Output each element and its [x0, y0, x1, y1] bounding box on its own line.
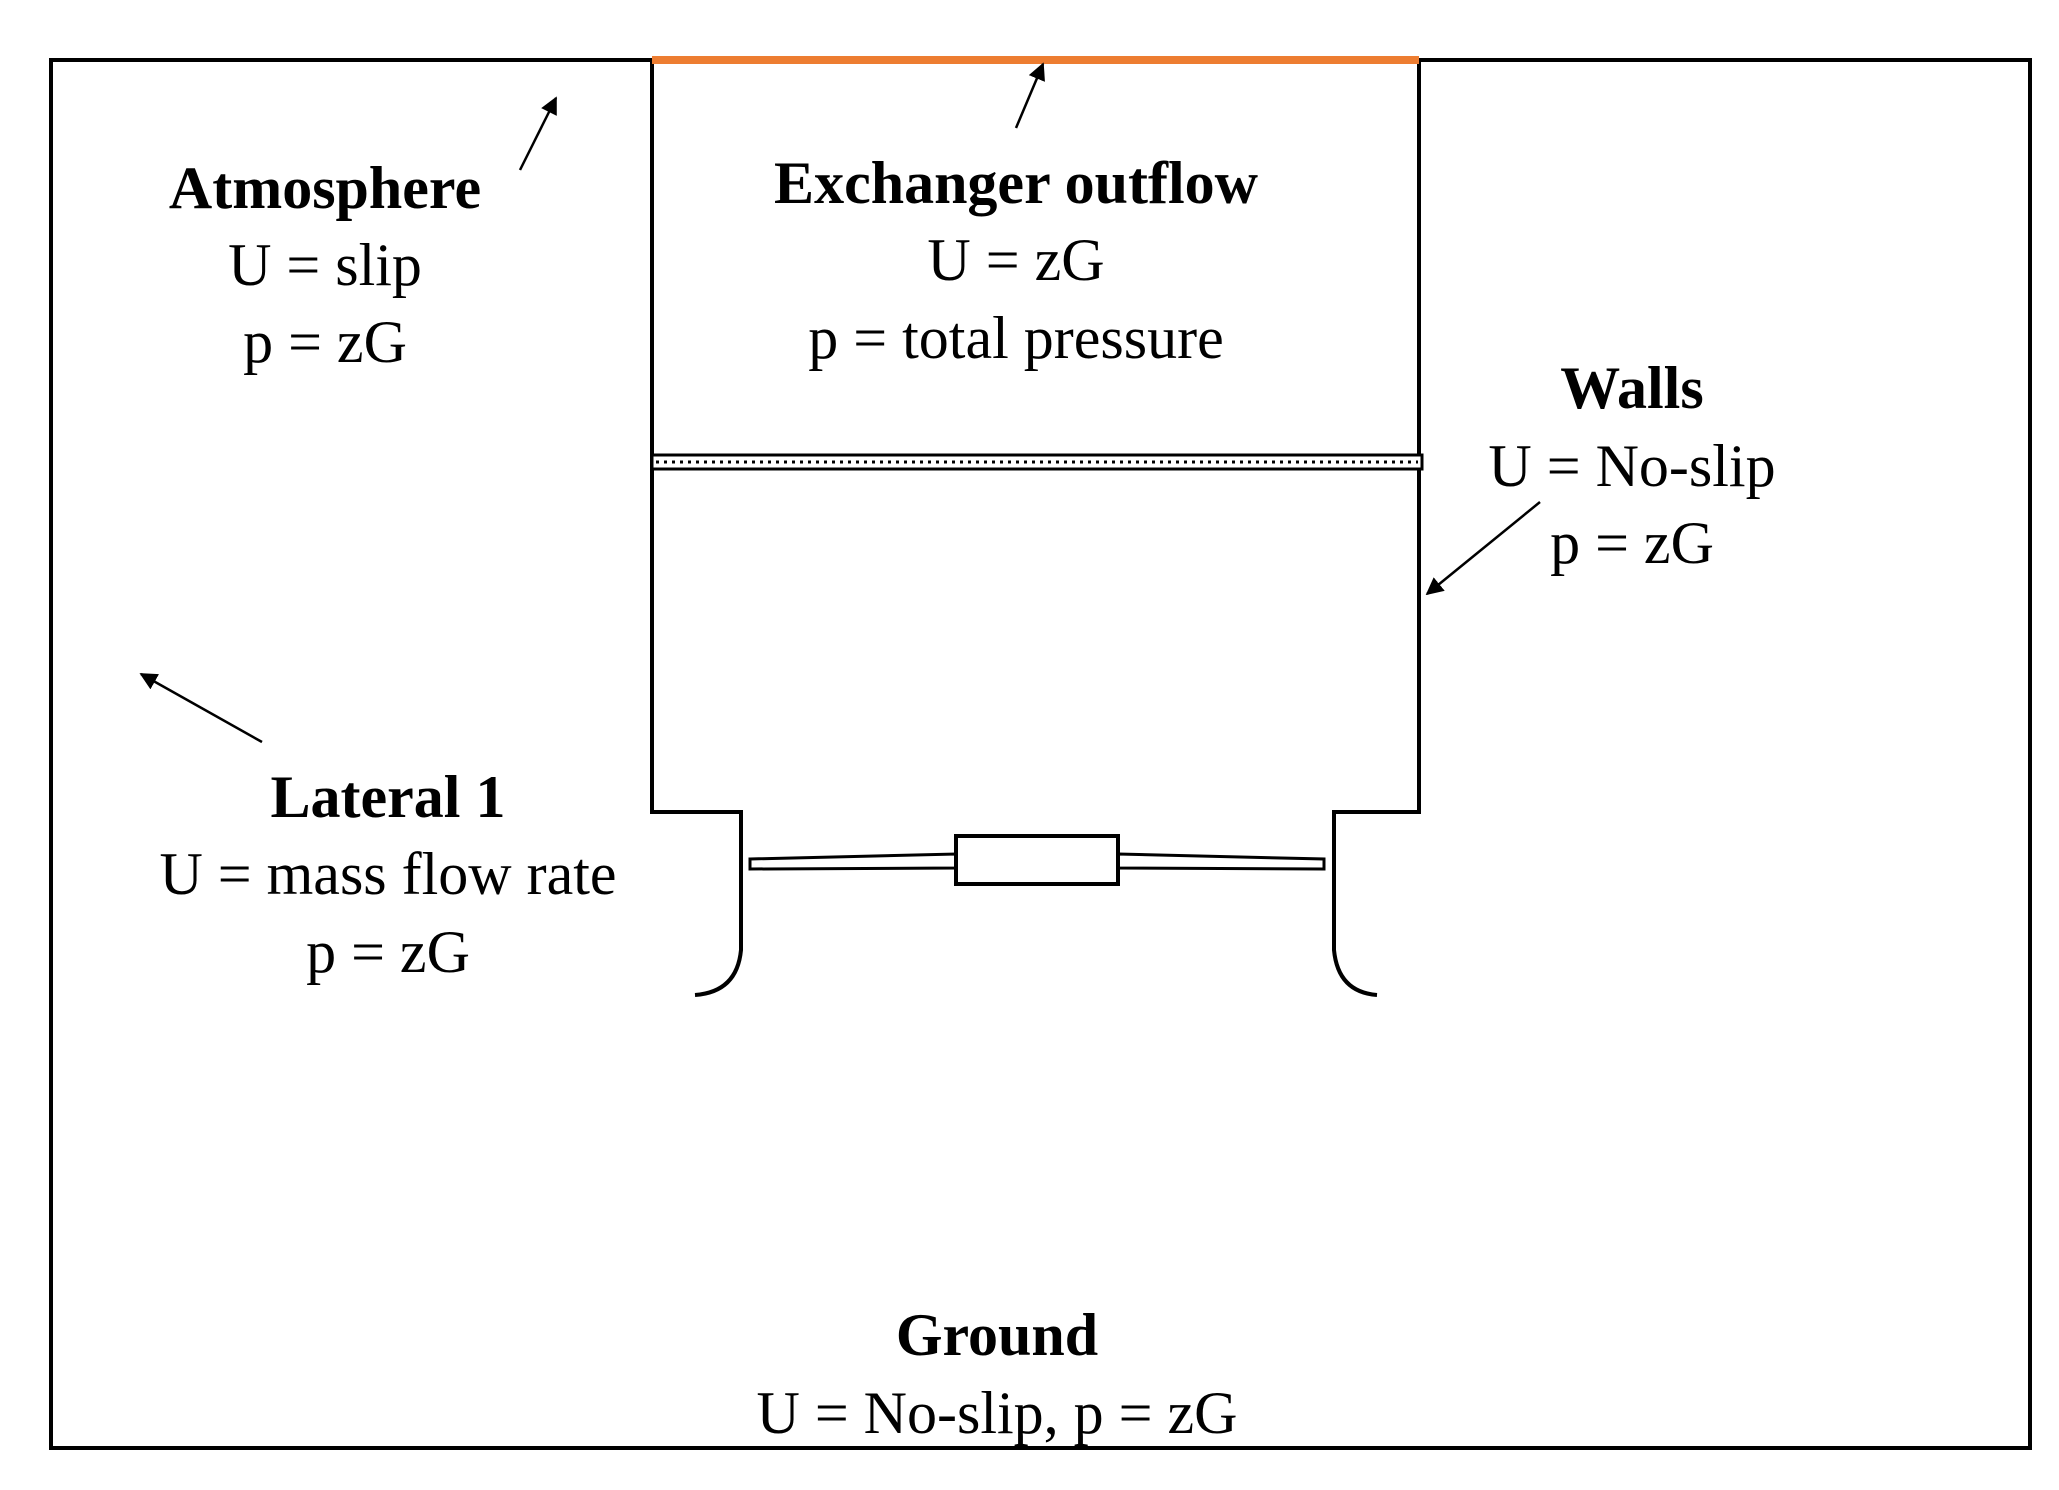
atmosphere-title: Atmosphere: [169, 155, 481, 221]
ground-conditions: U = No-slip, p = zG: [757, 1380, 1238, 1446]
lateral-velocity: U = mass flow rate: [159, 841, 616, 907]
walls-pressure: p = zG: [1550, 510, 1714, 576]
fan-assembly: [748, 834, 1326, 886]
fan-blade-right: [1116, 852, 1326, 871]
atmosphere-velocity: U = slip: [228, 232, 422, 298]
fan-blade-left: [748, 852, 958, 871]
exchanger-outflow-velocity: U = zG: [927, 227, 1104, 293]
heat-exchanger-core: [650, 453, 1424, 471]
exchanger-housing-right-wall: [1332, 60, 1421, 997]
exchanger-outflow-title: Exchanger outflow: [774, 150, 1259, 216]
walls-arrow: [1425, 501, 1541, 596]
atmosphere-arrow: [518, 96, 558, 171]
exchanger-housing-walls: [650, 60, 743, 997]
walls-title: Walls: [1560, 355, 1703, 421]
walls-velocity: U = No-slip: [1488, 433, 1775, 499]
lateral-title: Lateral 1: [271, 764, 506, 830]
atmosphere-pressure: p = zG: [243, 309, 407, 375]
fan-hub: [954, 834, 1120, 886]
exchanger-outflow-pressure: p = total pressure: [808, 305, 1223, 371]
lateral-pressure: p = zG: [306, 919, 470, 985]
ground-title: Ground: [896, 1302, 1098, 1368]
exchanger-outflow-arrow: [1014, 62, 1045, 129]
lateral-arrow: [139, 672, 263, 744]
